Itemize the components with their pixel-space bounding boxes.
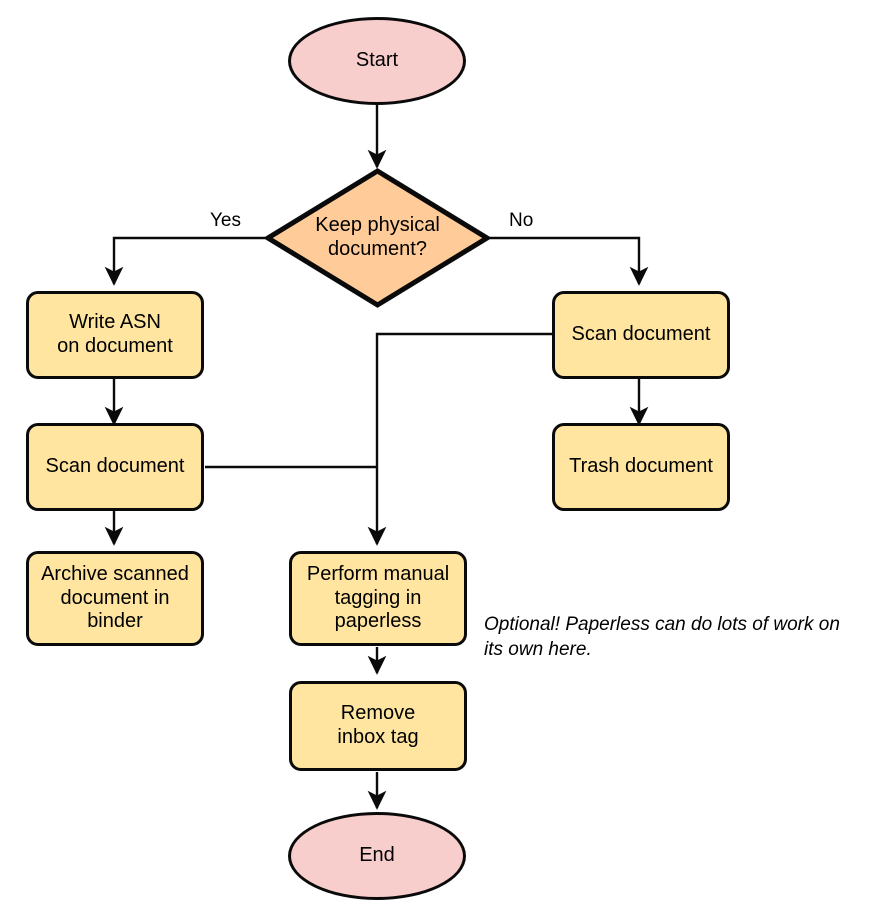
annotation-optional-note: Optional! Paperless can do lots of work …	[484, 589, 884, 662]
node-manual-tagging-label: Perform manual tagging in paperless	[306, 563, 450, 633]
node-archive-in-binder[interactable]: Archive scanned document in binder	[26, 551, 204, 646]
node-write-asn[interactable]: Write ASN on document	[26, 291, 204, 379]
edge-label-no-text: No	[509, 210, 534, 231]
edge-label-yes: Yes	[210, 210, 241, 232]
node-archive-in-binder-label: Archive scanned document in binder	[41, 563, 189, 633]
annotation-optional-note-text: Optional! Paperless can do lots of work …	[484, 614, 840, 660]
node-start[interactable]: Start	[288, 17, 466, 105]
edge-scan-right-to-tagging	[367, 332, 553, 546]
diamond-shape	[265, 168, 490, 308]
node-keep-physical-document-decision[interactable]: Keep physical document?	[265, 168, 490, 308]
node-remove-inbox-tag[interactable]: Remove inbox tag	[289, 681, 467, 771]
node-scan-document-right[interactable]: Scan document	[552, 291, 730, 379]
edge-label-no: No	[509, 210, 533, 232]
node-write-asn-label: Write ASN on document	[57, 311, 173, 357]
node-start-label: Start	[355, 49, 399, 72]
node-trash-document[interactable]: Trash document	[552, 423, 730, 511]
node-decision-label: Keep physical document?	[315, 214, 440, 260]
node-end-label: End	[359, 844, 395, 867]
edge-decision-no-to-scan-right	[490, 236, 649, 286]
node-end[interactable]: End	[288, 812, 466, 900]
node-scan-document-right-label: Scan document	[571, 323, 711, 346]
node-scan-document-left-label: Scan document	[45, 455, 185, 478]
node-scan-document-left[interactable]: Scan document	[26, 423, 204, 511]
edge-label-yes-text: Yes	[210, 210, 241, 231]
edge-decision-yes-to-write-asn	[104, 236, 265, 286]
node-manual-tagging[interactable]: Perform manual tagging in paperless	[289, 551, 467, 646]
node-remove-inbox-tag-label: Remove inbox tag	[337, 702, 419, 748]
node-trash-document-label: Trash document	[569, 455, 713, 478]
